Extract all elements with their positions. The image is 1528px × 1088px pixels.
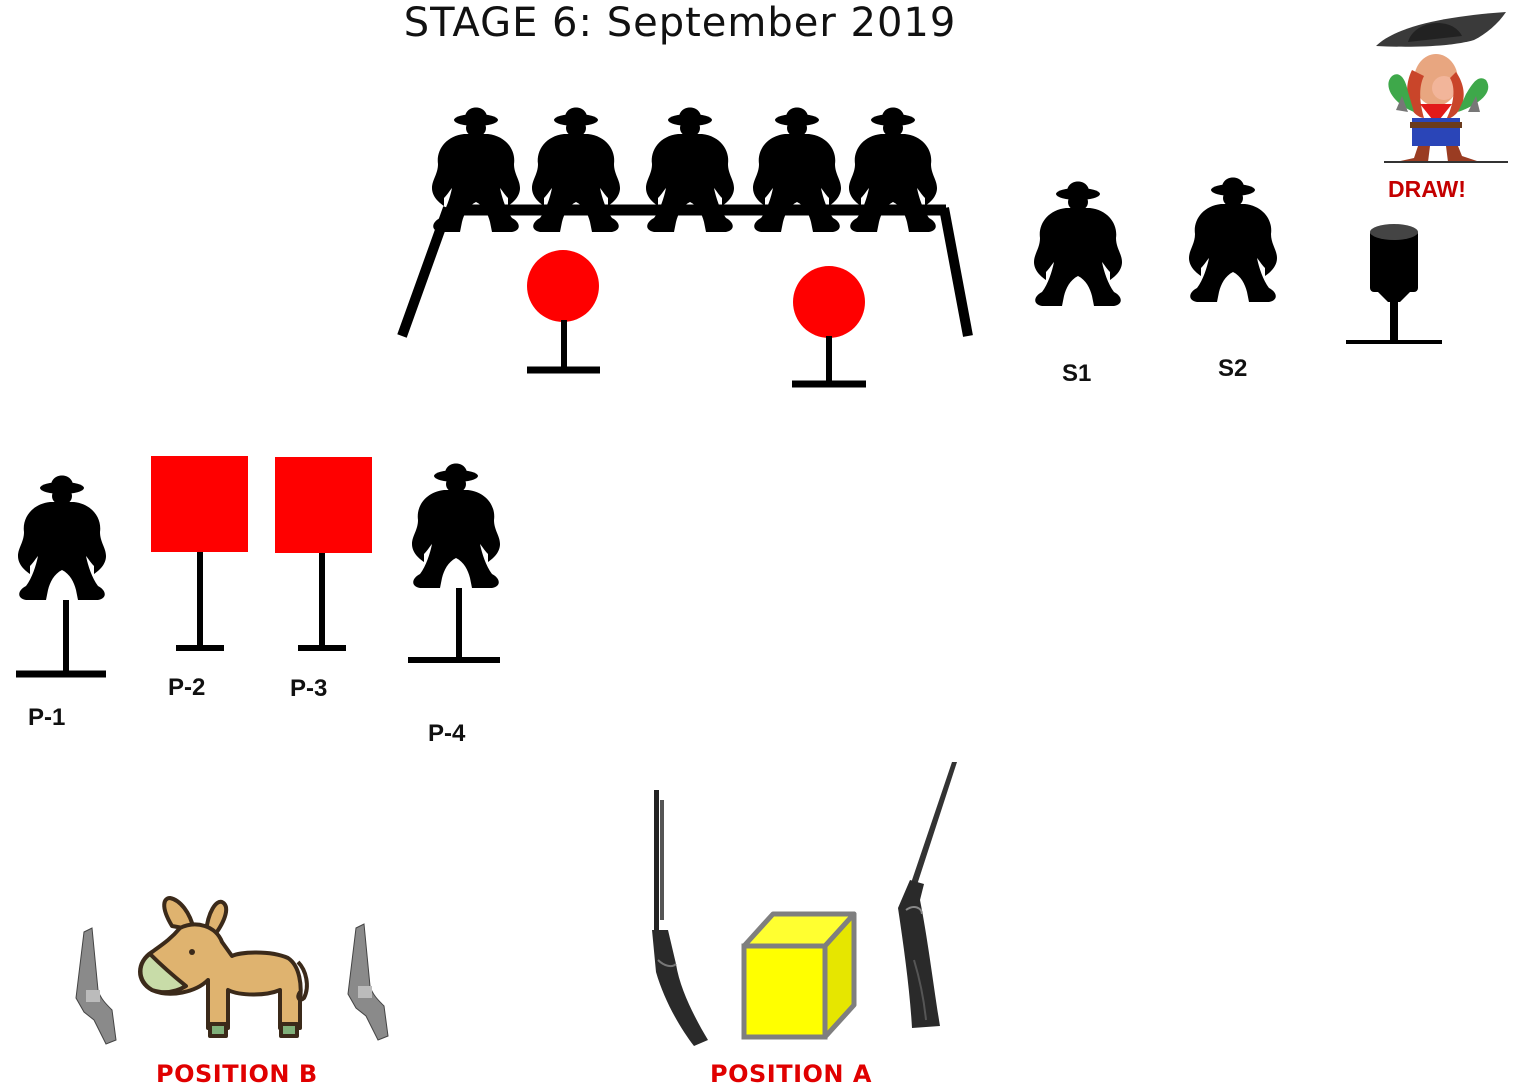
yellow-box-icon xyxy=(741,911,857,1040)
shotgun-target-s2 xyxy=(1189,177,1277,302)
label-p2: P-2 xyxy=(168,674,206,701)
cartoon-cowboy-icon xyxy=(1376,12,1508,163)
round-plate-left xyxy=(527,250,600,374)
rack-right-leg xyxy=(939,207,973,337)
label-s2: S2 xyxy=(1218,355,1248,382)
round-plate-right xyxy=(792,266,866,388)
shotgun-icon xyxy=(898,762,957,1028)
round-plate-icon xyxy=(527,250,599,322)
mule-icon xyxy=(138,896,309,1038)
pistol-target-p1 xyxy=(16,475,106,678)
pistol-target-p4 xyxy=(408,463,500,663)
draw-label: DRAW! xyxy=(1388,176,1466,202)
square-target-icon xyxy=(151,456,248,552)
label-p1: P-1 xyxy=(28,704,66,731)
revolver-icon-left xyxy=(75,927,117,1045)
page-title: STAGE 6: September 2019 xyxy=(403,0,957,46)
square-target-icon xyxy=(275,457,372,553)
pistol-target-p3 xyxy=(275,457,372,651)
pistol-target-p2 xyxy=(151,456,248,651)
shotgun-knockdown-icon xyxy=(1346,224,1442,344)
label-position-a: POSITION A xyxy=(710,1060,872,1088)
round-plate-icon xyxy=(793,266,865,338)
rifle-icon xyxy=(652,790,708,1046)
label-s1: S1 xyxy=(1062,360,1092,387)
label-position-b: POSITION B xyxy=(156,1060,318,1088)
rifle-rack xyxy=(397,107,973,338)
revolver-icon-right xyxy=(347,923,389,1041)
label-p3: P-3 xyxy=(290,675,328,702)
label-p4: P-4 xyxy=(428,720,466,747)
shotgun-target-s1 xyxy=(1034,181,1122,306)
